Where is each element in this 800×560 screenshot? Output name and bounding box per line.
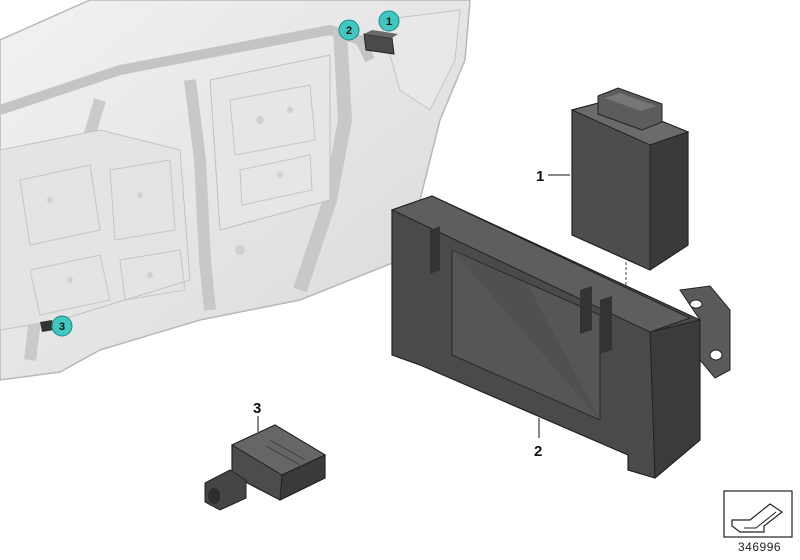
mounted-module: [363, 30, 398, 55]
nav-arrow-icon: [723, 490, 793, 538]
reference-number: 346996: [738, 540, 782, 554]
callout-1: 1: [536, 168, 544, 185]
svg-text:3: 3: [59, 321, 65, 333]
mounted-sensor: [40, 320, 54, 332]
body-shell-illustration: [0, 0, 471, 381]
svg-text:2: 2: [346, 25, 352, 37]
badge-2: 2: [338, 19, 360, 41]
callout-3: 3: [253, 400, 261, 417]
sensor: [204, 424, 327, 511]
mounting-bracket: [390, 195, 731, 480]
badge-3: 3: [51, 315, 73, 337]
callout-2: 2: [534, 443, 542, 460]
control-unit: [570, 87, 690, 271]
badge-1: 1: [378, 10, 400, 32]
svg-text:1: 1: [386, 16, 392, 28]
